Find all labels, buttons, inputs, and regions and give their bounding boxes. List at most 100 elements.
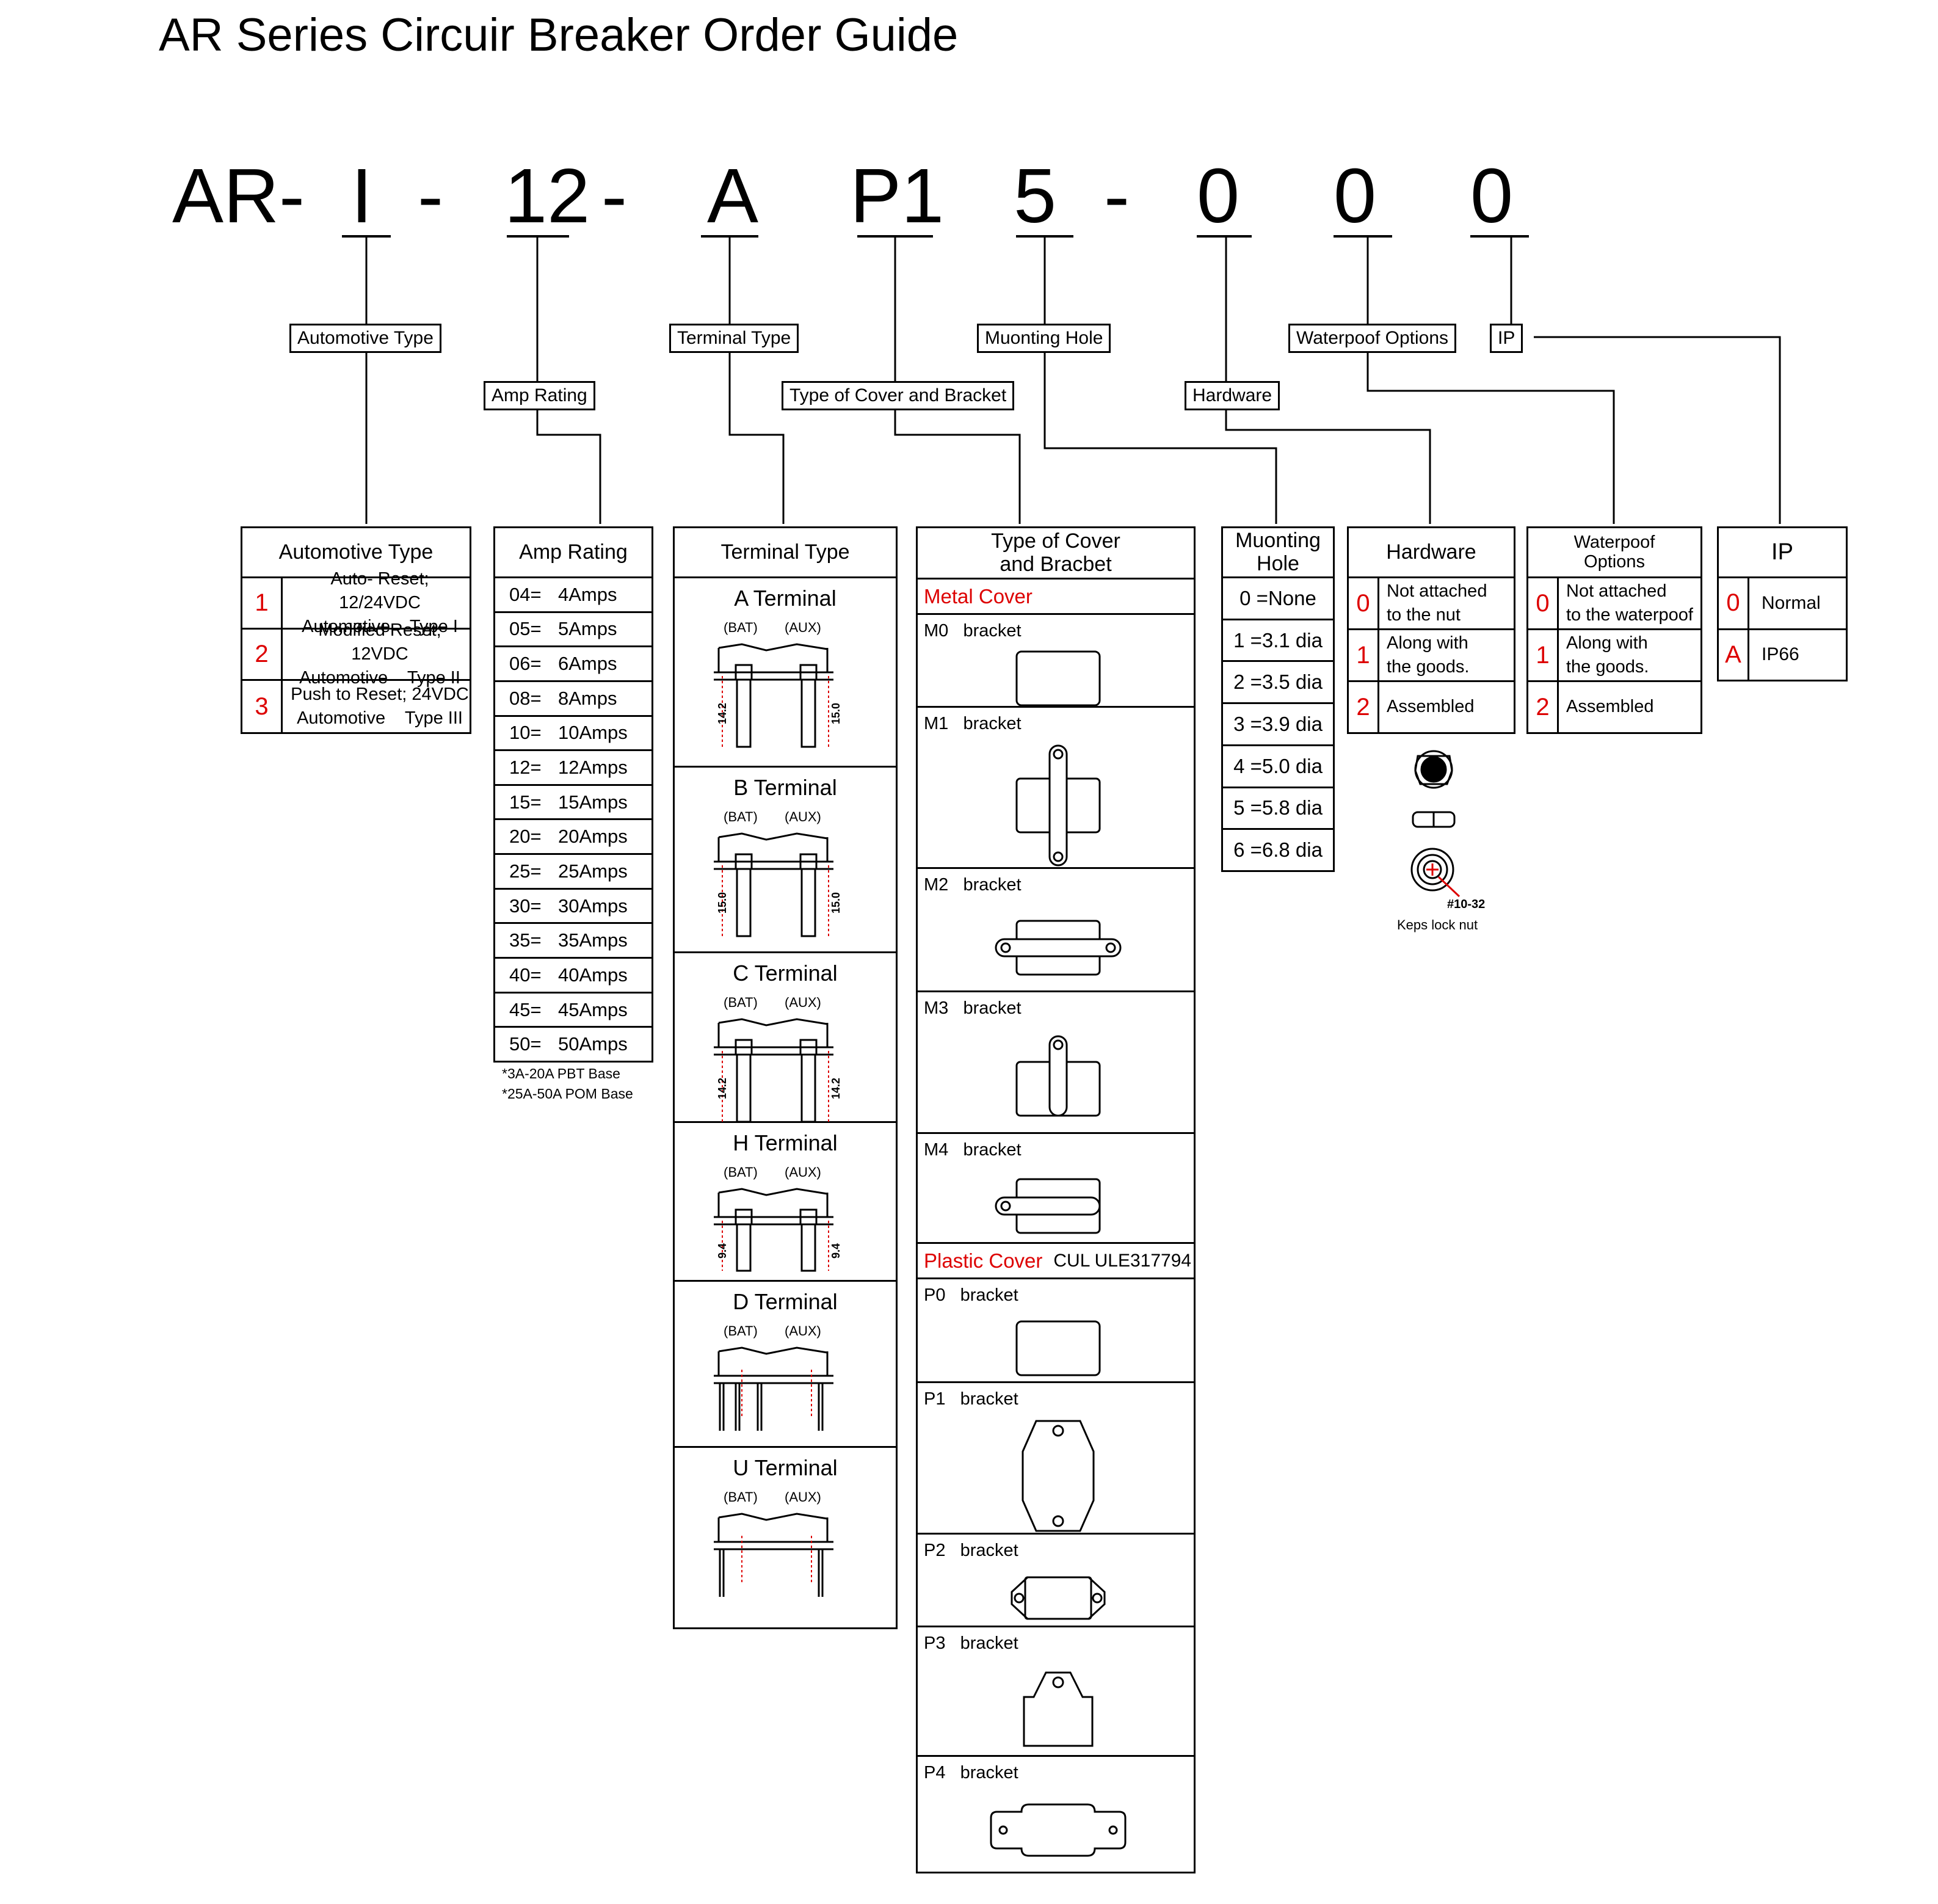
- terminal-body: [714, 1513, 833, 1597]
- label-terminal-type: Terminal Type: [669, 324, 799, 353]
- hardware-desc: Assembled: [1379, 695, 1474, 719]
- desc-line1: Along with: [1566, 633, 1648, 653]
- ip-code: A: [1719, 630, 1749, 680]
- bracket-p1-drawing: [1022, 1420, 1095, 1532]
- amp-note-1: *3A-20A PBT Base: [502, 1066, 620, 1081]
- code-amp: 12: [504, 153, 590, 239]
- desc-line2: the goods.: [1387, 657, 1470, 677]
- bat-label: (BAT): [724, 1323, 758, 1339]
- dim-left: 14.2: [716, 703, 728, 724]
- cover-header-line1: Type of Cover: [991, 529, 1120, 553]
- amp-row: 06=6Amps: [495, 647, 651, 682]
- amp-row: 04=4Amps: [495, 578, 651, 613]
- automotive-row: 3 Push to Reset; 24VDC Automotive Type I…: [242, 681, 470, 732]
- bracket-m4-drawing: [995, 1178, 1101, 1234]
- waterproof-header-line2: Options: [1584, 551, 1645, 572]
- label-waterproof: Waterpoof Options: [1288, 324, 1457, 353]
- bracket-p0-drawing: [1015, 1320, 1101, 1376]
- hole-row: 1 =3.1 dia: [1223, 620, 1333, 663]
- bat-label: (BAT): [724, 995, 758, 1010]
- amp-code: 15=: [509, 791, 542, 813]
- terminal-item: U Terminal(BAT)(AUX): [675, 1448, 896, 1626]
- amp-row: 40=40Amps: [495, 959, 651, 994]
- bracket-m2-drawing: [995, 920, 1122, 976]
- ip-value: IP66: [1762, 644, 1799, 664]
- amp-row: 50=50Amps: [495, 1028, 651, 1061]
- amp-value: 8Amps: [558, 687, 617, 709]
- dim-left: 9.4: [716, 1243, 728, 1259]
- terminal-drawing: (BAT)(AUX): [714, 1489, 833, 1597]
- amp-code: 25=: [509, 860, 542, 882]
- label-amp-rating: Amp Rating: [484, 381, 595, 410]
- amp-value: 15Amps: [558, 791, 628, 813]
- hole-row: 4 =5.0 dia: [1223, 746, 1333, 788]
- terminal-drawing: (BAT)(AUX): [714, 1323, 833, 1431]
- amp-row: 10=10Amps: [495, 717, 651, 752]
- cover-header-line2: and Bracbet: [1000, 552, 1112, 576]
- row-code: 1: [242, 578, 283, 628]
- hardware-code: 0: [1349, 578, 1379, 628]
- cover-section-title: Plastic Cover: [924, 1249, 1043, 1272]
- bracket-p3: P3 bracket: [918, 1627, 1194, 1757]
- bracket-p4: P4 bracket: [918, 1757, 1194, 1869]
- hole-header-line1: Muonting: [1235, 529, 1321, 553]
- automotive-row: 2 Modified Reset; 12VDC Automotive Type …: [242, 620, 470, 688]
- amp-row: 20=20Amps: [495, 820, 651, 856]
- terminal-body: [714, 1346, 833, 1431]
- dim-right: 14.2: [830, 1078, 842, 1099]
- desc-line2: to the waterpoof: [1566, 605, 1693, 625]
- aux-label: (AUX): [785, 809, 821, 824]
- amp-code: 40=: [509, 964, 542, 986]
- hardware-header: Hardware: [1349, 528, 1514, 578]
- code-automotive: I: [351, 153, 373, 239]
- hole-row: 3 =3.9 dia: [1223, 704, 1333, 746]
- aux-label: (AUX): [785, 995, 821, 1010]
- label-hardware: Hardware: [1185, 381, 1280, 410]
- label-mounting-hole: Muonting Hole: [977, 324, 1111, 353]
- amp-code: 20=: [509, 826, 542, 848]
- bracket-label: M0 bracket: [924, 621, 1022, 641]
- desc-line1: Assembled: [1387, 697, 1475, 717]
- bracket-label: P3 bracket: [924, 1633, 1018, 1653]
- code-terminal: A: [707, 153, 759, 239]
- amp-row: 35=35Amps: [495, 924, 651, 959]
- terminal-name: H Terminal: [733, 1130, 838, 1155]
- amp-row: 12=12Amps: [495, 751, 651, 786]
- bracket-p1: P1 bracket: [918, 1383, 1194, 1535]
- amp-header: Amp Rating: [495, 528, 651, 578]
- bracket-m3-drawing: [1015, 1035, 1101, 1117]
- hole-row: 0 =None: [1223, 578, 1333, 620]
- code-ip: 0: [1470, 153, 1514, 239]
- amp-code: 05=: [509, 618, 542, 640]
- amp-row: 45=45Amps: [495, 994, 651, 1028]
- bracket-label: P2 bracket: [924, 1541, 1018, 1560]
- dim-left: 15.0: [716, 892, 728, 914]
- code-hole: 5: [1014, 153, 1057, 239]
- amp-value: 5Amps: [558, 618, 617, 640]
- bracket-label: M2 bracket: [924, 875, 1022, 895]
- desc-line1: Push to Reset; 24VDC: [291, 684, 469, 704]
- bat-label: (BAT): [724, 809, 758, 824]
- row-code: 2: [242, 630, 283, 679]
- amp-value: 4Amps: [558, 583, 617, 605]
